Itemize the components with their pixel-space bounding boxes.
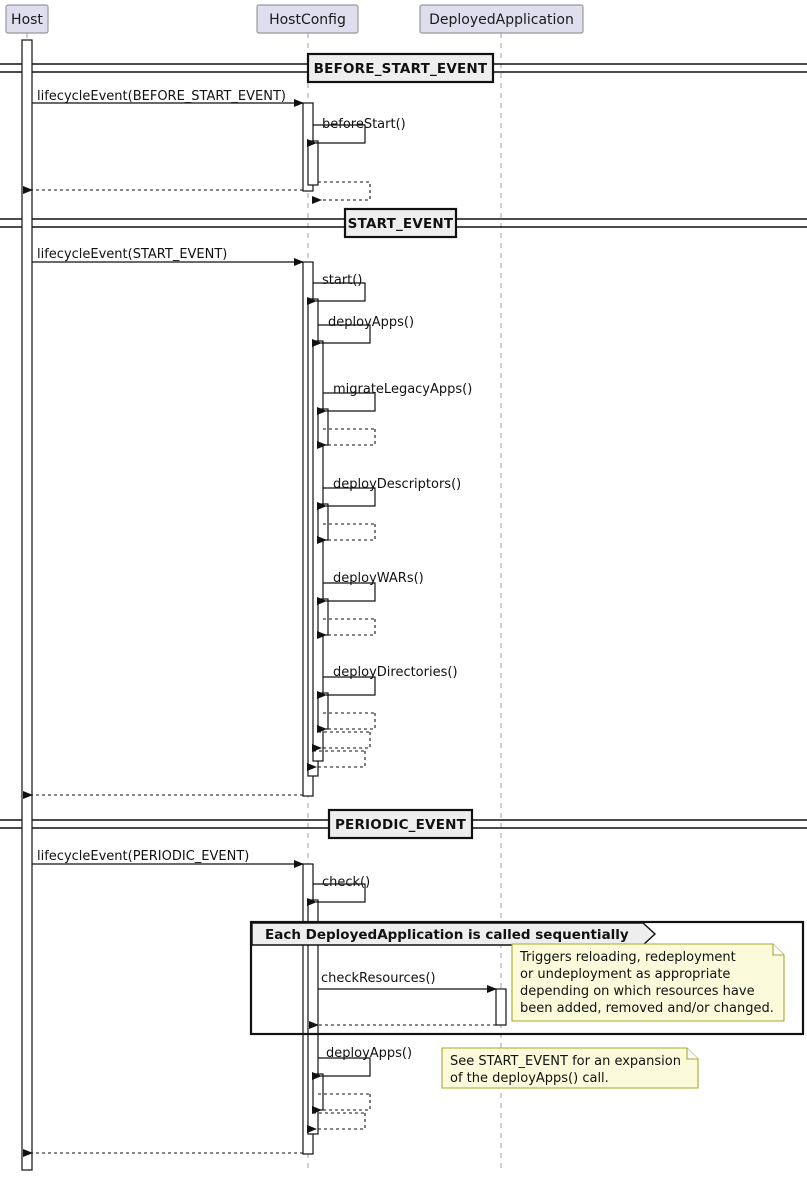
- message-m15: checkResources(): [318, 971, 497, 993]
- message-m10: deployWARs(): [317, 571, 424, 605]
- note-line: of the deployApps() call.: [450, 1071, 609, 1086]
- message-label: deployWARs(): [333, 571, 424, 586]
- divider-2: PERIODIC_EVENT: [0, 808, 807, 840]
- note-body: [511, 943, 785, 1022]
- message-label: deployApps(): [326, 1046, 412, 1061]
- activation-bar: [307, 140, 319, 186]
- message-label: lifecycleEvent(START_EVENT): [37, 247, 227, 262]
- message-m5: lifecycleEvent(START_EVENT): [32, 247, 304, 266]
- activation-bar: [317, 503, 329, 541]
- divider-box: [306, 52, 495, 84]
- activation-bar: [312, 1073, 324, 1111]
- cascade-return-3: [317, 713, 376, 733]
- participant-box[interactable]: [5, 4, 49, 34]
- message-m6: start(): [307, 273, 366, 305]
- message-m3: [312, 181, 371, 204]
- self-message-arrow: [317, 676, 376, 699]
- message-m8: migrateLegacyApps(): [317, 382, 472, 415]
- group-border: [249, 920, 805, 1036]
- cascade-return-6: [312, 1094, 371, 1114]
- message-label: checkResources(): [321, 971, 436, 986]
- message-m14: check(): [307, 875, 370, 906]
- self-message-arrow: [317, 392, 376, 415]
- participant-host[interactable]: Host: [5, 4, 49, 34]
- cascade-return-0: [317, 429, 376, 449]
- participant-label: HostConfig: [269, 12, 346, 28]
- participant-label: Host: [11, 12, 43, 28]
- activation-bars-layer: [21, 39, 507, 1171]
- participant-box[interactable]: [419, 4, 584, 34]
- activation-bar: [317, 408, 329, 446]
- note-check-resources: Triggers reloading, redeployment or undep…: [511, 943, 785, 1022]
- message-label: start(): [322, 273, 362, 288]
- self-message-arrow: [307, 124, 366, 147]
- participant-box[interactable]: [256, 4, 359, 34]
- note-line: or undeployment as appropriate: [520, 967, 730, 982]
- self-message-arrow: [312, 181, 371, 204]
- cascade-return-1: [317, 524, 376, 544]
- divider-0: BEFORE_START_EVENT: [0, 52, 807, 84]
- activation-bar: [317, 598, 329, 636]
- message-m7: deployApps(): [312, 315, 414, 347]
- group-frames-layer: Each DeployedApplication is called seque…: [249, 920, 805, 1036]
- message-label: deployApps(): [328, 315, 414, 330]
- message-label: migrateLegacyApps(): [333, 382, 472, 397]
- messages-layer: lifecycleEvent(BEFORE_START_EVENT)before…: [23, 89, 497, 1157]
- message-m9: deployDescriptors(): [317, 477, 461, 510]
- divider-label: PERIODIC_EVENT: [335, 817, 467, 833]
- message-label: lifecycleEvent(BEFORE_START_EVENT): [37, 89, 286, 104]
- participant-label: DeployedApplication: [429, 12, 574, 28]
- cascade-return-4: [312, 732, 371, 752]
- participant-deployed[interactable]: DeployedApplication: [419, 4, 584, 34]
- note-fold-corner: [772, 944, 784, 956]
- message-label: check(): [322, 875, 370, 890]
- self-message-arrow: [312, 1057, 371, 1080]
- message-m11: deployDirectories(): [317, 665, 458, 699]
- message-label: beforeStart(): [322, 117, 406, 132]
- note-line: Triggers reloading, redeployment: [519, 950, 736, 965]
- message-label: lifecycleEvent(PERIODIC_EVENT): [37, 849, 249, 864]
- self-message-arrow: [317, 487, 376, 510]
- divider-label: BEFORE_START_EVENT: [314, 61, 488, 77]
- cascade-return-2: [317, 619, 376, 639]
- note-fold-corner: [686, 1048, 698, 1060]
- divider-label: START_EVENT: [348, 216, 454, 232]
- message-m2: beforeStart(): [307, 117, 406, 147]
- group-label: Each DeployedApplication is called seque…: [265, 927, 629, 943]
- lifelines-layer: [26, 33, 502, 1171]
- cascade-return-5: [307, 751, 366, 771]
- self-message-arrow: [307, 282, 366, 305]
- note-line: been added, removed and/or changed.: [520, 1001, 774, 1016]
- participant-config[interactable]: HostConfig: [256, 4, 359, 34]
- divider-box: [327, 808, 474, 840]
- activation-bar: [495, 988, 507, 1026]
- notes-layer: Triggers reloading, redeployment or undep…: [441, 943, 785, 1089]
- divider-box: [343, 207, 458, 239]
- dividers-layer: BEFORE_START_EVENT START_EVENT PERIODIC_EV…: [0, 52, 807, 840]
- self-message-arrow: [307, 883, 366, 906]
- activation-bar: [21, 39, 33, 1171]
- note-body: [441, 1047, 699, 1089]
- message-m1: lifecycleEvent(BEFORE_START_EVENT): [32, 89, 304, 107]
- message-m13: lifecycleEvent(PERIODIC_EVENT): [32, 849, 304, 868]
- self-message-arrow: [312, 324, 371, 347]
- note-deploy-apps: See START_EVENT for an expansion of the d…: [441, 1047, 699, 1089]
- note-line: See START_EVENT for an expansion: [450, 1054, 681, 1069]
- participants-layer: Host HostConfig DeployedApplication: [5, 4, 584, 34]
- activation-bar: [317, 692, 329, 730]
- self-message-arrow: [317, 582, 376, 605]
- message-m17: deployApps(): [312, 1046, 412, 1080]
- message-label: deployDirectories(): [333, 665, 458, 680]
- message-label: deployDescriptors(): [333, 477, 461, 492]
- divider-1: START_EVENT: [0, 207, 807, 239]
- group-tab: [251, 922, 657, 946]
- note-line: depending on which resources have: [520, 984, 755, 999]
- cascade-return-7: [307, 1113, 366, 1133]
- group-frame-0: Each DeployedApplication is called seque…: [249, 920, 805, 1036]
